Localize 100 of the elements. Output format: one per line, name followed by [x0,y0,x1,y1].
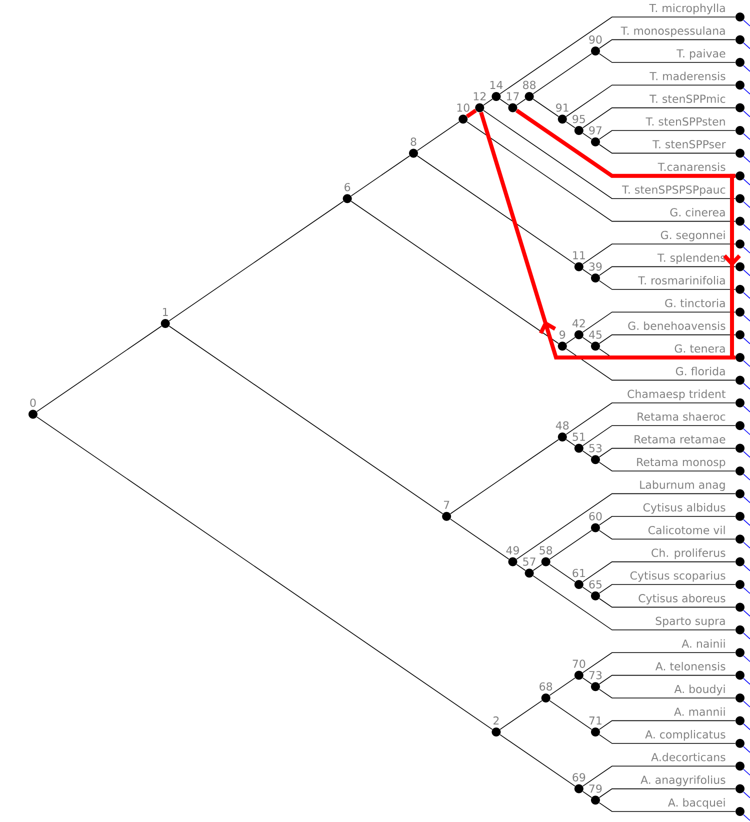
node-number: 48 [556,421,569,430]
branch-line [598,53,736,63]
branch-line [350,155,410,196]
connector-line [743,587,750,594]
connector-line [743,474,750,480]
branch-line [516,564,526,571]
branch-line [416,155,576,264]
branch-line [500,700,542,730]
species-label: A. bacquei [668,798,725,809]
branch-line [598,788,736,798]
node-number: 2 [494,716,499,725]
species-label: G. cinerea [670,208,725,216]
branch-line [566,402,736,435]
node-number: 71 [589,716,602,725]
highlight-line [466,108,477,118]
connector-line [743,746,750,753]
species-label: A. nainii [682,639,725,648]
connector-line [743,246,750,254]
connector-line [743,655,750,662]
node-number: 90 [589,35,602,44]
connector-line [743,610,750,617]
connector-line [743,65,750,72]
node-number: 61 [572,568,585,578]
species-label: Cytisus scoparius [630,571,726,582]
branch-line [582,791,592,798]
species-label: Retama monosp [637,458,726,468]
branch-line [598,448,736,458]
species-label: T. rosmarinifolia [638,276,725,285]
connector-line [743,201,750,208]
node-number: 91 [556,104,568,112]
branch-line [549,530,592,560]
branch-line [598,130,736,140]
species-label: T. paivae [676,49,726,60]
node-number: 70 [572,660,586,668]
branch-line [582,652,736,674]
species-label: Chamaesp trident [628,390,726,400]
species-label: T. stenSPSPSPpauc [622,185,726,196]
branch-line [598,688,736,698]
branch-line [598,334,736,344]
branch-line [598,39,736,49]
branch-line [598,720,736,730]
node-number: 8 [410,138,416,146]
branch-line [566,121,576,128]
node-number: 49 [506,546,519,554]
branch-line [416,121,460,151]
branch-line [549,564,576,582]
branch-line [598,598,736,608]
branch-line [582,561,736,582]
branch-line [566,439,576,446]
branch-line [483,98,493,106]
node-number: 95 [572,114,585,124]
node-number: 79 [589,784,602,793]
species-label: A. complicatus [645,730,726,741]
node-number: 7 [444,500,450,509]
node-number: 57 [523,558,536,566]
node-number: 11 [573,251,585,260]
species-label: T. stenSPPmic [650,94,726,103]
branch-line [582,678,592,684]
connector-line [743,224,750,231]
connector-line [743,814,750,821]
branch-line [582,312,736,333]
connector-line [743,156,750,163]
connector-line [743,564,750,572]
branch-line [36,416,493,730]
connector-line [743,542,750,548]
connector-line [743,768,750,776]
branch-line [549,700,592,730]
node-number: 6 [344,182,350,192]
node-number: 65 [589,580,602,589]
branch-line [598,144,736,154]
connector-line [743,496,750,504]
node-number: 42 [572,319,585,328]
branch-line [566,337,576,344]
connector-line [743,382,750,390]
branch-line [582,337,592,344]
connector-line [743,723,750,730]
species-label: Cytisus aboreus [638,594,726,604]
node-number: 53 [589,444,602,452]
branch-line [598,462,736,472]
branch-line [450,518,510,560]
node-number: 39 [589,262,602,271]
branch-line [582,450,592,458]
species-label: G. florida [676,366,725,376]
node-number: 45 [589,330,602,339]
node-number: 97 [589,126,602,134]
species-label: T. monospessulana [620,26,725,37]
species-label: Sparto supra [656,616,725,628]
species-label: A. anagyrifolius [640,775,726,786]
node-number: 68 [540,682,552,691]
species-label: G. tinctoria [665,298,725,308]
node-number: 14 [490,80,503,89]
branch-line [483,110,736,199]
node-number: 51 [572,432,585,441]
species-label: Ch. proliferus [652,548,726,560]
branch-line [598,674,736,684]
branch-line [516,493,736,560]
species-label: Calicotome vil [648,526,725,534]
species-label: T. microphylla [649,4,725,14]
branch-line [500,16,736,94]
connector-line [743,42,750,50]
